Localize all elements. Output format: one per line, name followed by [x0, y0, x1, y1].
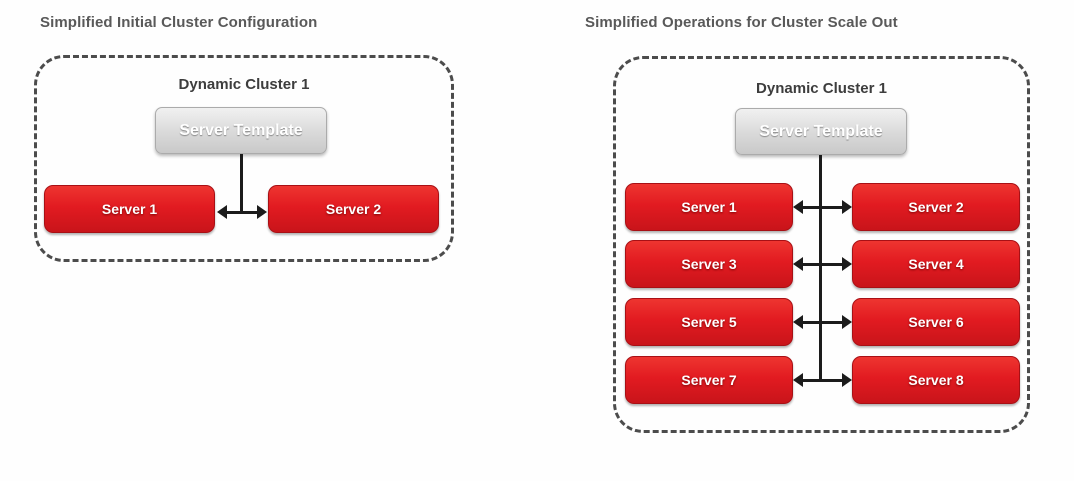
right-server-box-3: Server 3: [625, 240, 793, 288]
arrow-head-left-icon: [793, 315, 803, 329]
arrow-head-left-icon: [793, 200, 803, 214]
left-server-box-2: Server 2: [268, 185, 439, 233]
arrow-head-right-icon: [842, 200, 852, 214]
right-panel-title: Simplified Operations for Cluster Scale …: [585, 14, 898, 31]
right-sync-arrow-row1: [793, 200, 852, 214]
arrow-shaft: [803, 320, 842, 324]
right-server-box-6: Server 6: [852, 298, 1020, 346]
arrow-head-right-icon: [842, 373, 852, 387]
left-server-box-1: Server 1: [44, 185, 215, 233]
left-server-template-label: Server Template: [179, 121, 303, 139]
server-label: Server 4: [908, 256, 964, 272]
server-label: Server 2: [325, 201, 382, 217]
right-sync-arrow-row3: [793, 315, 852, 329]
arrow-head-right-icon: [257, 205, 267, 219]
server-label: Server 7: [681, 372, 737, 388]
arrow-head-left-icon: [793, 257, 803, 271]
right-template-connector-line: [819, 155, 822, 380]
server-label: Server 3: [681, 256, 737, 272]
arrow-head-left-icon: [793, 373, 803, 387]
server-label: Server 1: [101, 201, 158, 217]
left-panel-title: Simplified Initial Cluster Configuration: [40, 14, 318, 31]
right-server-box-8: Server 8: [852, 356, 1020, 404]
right-server-box-4: Server 4: [852, 240, 1020, 288]
arrow-head-right-icon: [842, 257, 852, 271]
right-server-box-2: Server 2: [852, 183, 1020, 231]
right-cluster-boundary: Dynamic Cluster 1 Server Template Server: [613, 56, 1030, 433]
left-cluster-boundary: Dynamic Cluster 1 Server Template Server…: [34, 55, 454, 262]
left-cluster-label: Dynamic Cluster 1: [178, 76, 310, 93]
arrow-shaft: [803, 262, 842, 266]
server-label: Server 2: [908, 199, 964, 215]
left-server-template-box: Server Template: [155, 107, 327, 154]
arrow-head-left-icon: [217, 205, 227, 219]
server-label: Server 6: [908, 314, 964, 330]
server-label: Server 1: [681, 199, 737, 215]
right-server-box-7: Server 7: [625, 356, 793, 404]
server-label: Server 8: [908, 372, 964, 388]
right-server-template-label: Server Template: [759, 122, 883, 140]
right-server-box-1: Server 1: [625, 183, 793, 231]
right-cluster-label: Dynamic Cluster 1: [756, 80, 887, 97]
right-server-template-box: Server Template: [735, 108, 907, 155]
arrow-shaft: [803, 205, 842, 209]
right-sync-arrow-row2: [793, 257, 852, 271]
right-sync-arrow-row4: [793, 373, 852, 387]
right-server-box-5: Server 5: [625, 298, 793, 346]
server-label: Server 5: [681, 314, 737, 330]
arrow-head-right-icon: [842, 315, 852, 329]
left-template-connector-line: [240, 154, 243, 212]
arrow-shaft: [227, 210, 257, 214]
left-sync-arrow-row1: [217, 205, 267, 219]
arrow-shaft: [803, 378, 842, 382]
